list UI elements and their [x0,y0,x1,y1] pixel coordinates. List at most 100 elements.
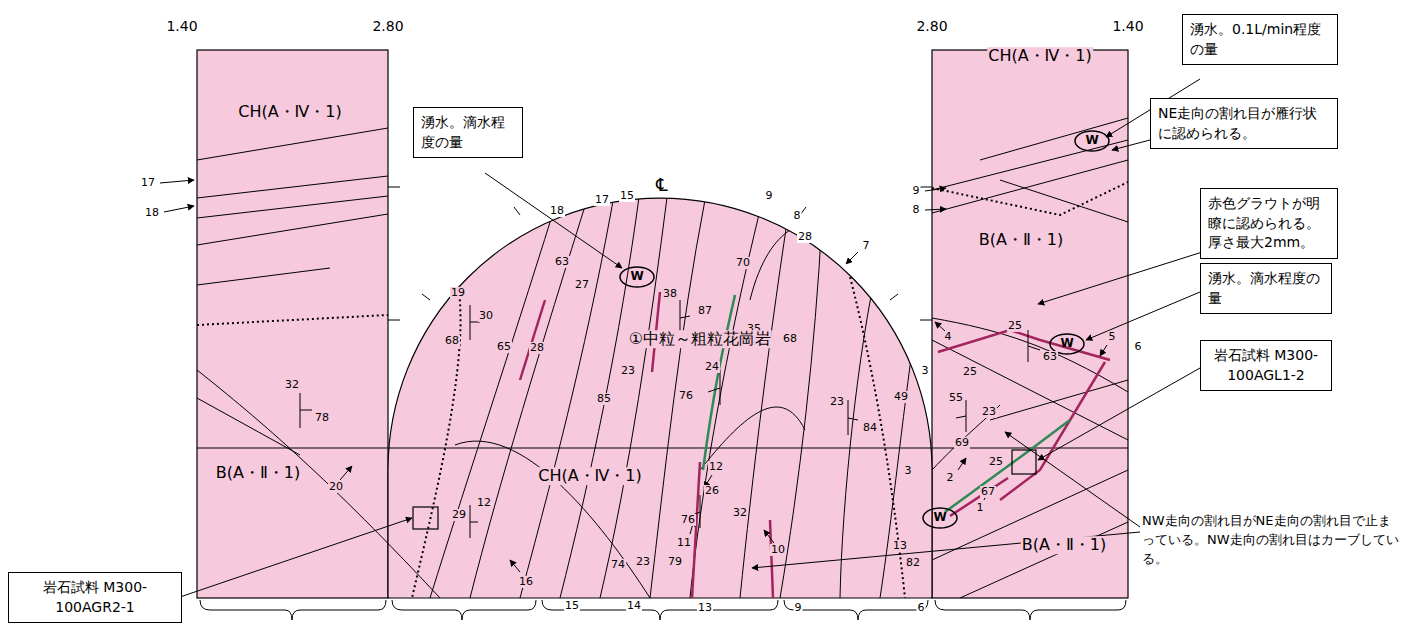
callout-box: 岩石試料 M300-100AGL1-2 [1200,340,1332,391]
fracture-number: 55 [948,392,964,404]
fracture-number: 23 [829,396,845,408]
fracture-number: 76 [678,390,694,402]
rock-class-label: CH(A・Ⅳ・1) [537,467,643,485]
fracture-number: 8 [912,204,921,216]
fracture-number: 14 [626,600,642,612]
fracture-number: 68 [444,335,460,347]
fracture-number: 74 [610,559,626,571]
fracture-number: 85 [596,393,612,405]
spring-mark: W [1084,134,1099,147]
fracture-number: 15 [564,600,580,612]
fracture-number: 28 [797,231,813,243]
scale-label: 1.40 [1111,19,1144,34]
fracture-number: 13 [697,602,713,614]
spring-mark: W [629,270,644,283]
callout-text: 岩石試料 M300-100AGR2-1 [16,578,174,617]
fracture-number: 24 [704,361,720,373]
fracture-number: 27 [574,279,590,291]
section-braces [200,600,1126,620]
fracture-number: 10 [770,544,786,556]
callout-box: 赤色グラウトが明瞭に認められる。厚さ最大2mm。 [1200,188,1338,259]
fracture-number: 23 [981,406,997,418]
callout-text: 湧水。滴水程度の量 [421,113,515,152]
fracture-number: 5 [1108,331,1117,343]
fracture-number: 6 [1134,341,1143,353]
fracture-number: 23 [635,556,651,568]
fracture-number: 13 [892,540,908,552]
callout-text: 湧水。滴水程度の量 [1208,269,1324,308]
fracture-number: 79 [667,556,683,568]
fracture-number: 15 [619,190,635,202]
fracture-number: 82 [905,557,921,569]
fracture-number: 9 [912,185,921,197]
fracture-number: 25 [1007,320,1023,332]
rock-class-label: ①中粒～粗粒花崗岩 [628,330,772,348]
spring-mark: W [1059,337,1074,350]
fracture-number: 16 [518,576,534,588]
fracture-lines [197,118,1128,598]
fracture-number: 70 [735,257,751,269]
callout-box: 湧水。0.1L/min程度の量 [1182,14,1338,65]
fracture-number: 2 [946,472,955,484]
fracture-number: 26 [704,485,720,497]
fracture-number: 32 [732,507,748,519]
spring-markers [620,131,1109,528]
leader-lines [160,79,1215,597]
spring-mark: W [932,511,947,524]
fracture-number: 25 [988,456,1004,468]
fracture-number: 18 [549,205,565,217]
rock-class-label: CH(A・Ⅳ・1) [987,47,1093,65]
callout-box: 岩石試料 M300-100AGR2-1 [8,572,182,623]
fracture-number: 4 [944,331,953,343]
fracture-number: 3 [921,365,930,377]
fracture-number: 12 [476,497,492,509]
fracture-number: 65 [496,341,512,353]
fracture-number: 69 [954,437,970,449]
fracture-number: 23 [620,365,636,377]
fracture-number: 3 [904,465,913,477]
fracture-number: 8 [793,210,802,222]
rock-class-label: B(A・Ⅱ・1) [978,231,1064,249]
note-text: NW走向の割れ目がNE走向の割れ目で止まっている。NW走向の割れ目はカーブしてい… [1141,512,1401,569]
rock-class-label: B(A・Ⅱ・1) [215,464,301,482]
strike-dip-symbols [300,300,1040,538]
face-ground [197,50,1128,598]
callout-text: 岩石試料 M300-100AGL1-2 [1208,346,1324,385]
fracture-number: 12 [708,461,724,473]
fracture-number: 63 [1042,351,1058,363]
fracture-number: 30 [478,310,494,322]
rock-class-label: B(A・Ⅱ・1) [1021,536,1107,554]
fracture-number: 68 [782,333,798,345]
fracture-number: 19 [450,287,466,299]
fracture-number: 7 [862,240,871,252]
fracture-number: 17 [140,177,156,189]
scale-label: 1.40 [165,19,198,34]
fracture-number: 11 [676,537,692,549]
sample-marks [413,450,1036,529]
scale-label: 2.80 [371,19,404,34]
callout-text: 湧水。0.1L/min程度の量 [1190,20,1330,59]
rock-class-label: CH(A・Ⅳ・1) [237,103,343,121]
fracture-number: 25 [962,366,978,378]
face-ticks [388,187,932,320]
fracture-number: 78 [314,412,330,424]
callout-text: NE走向の割れ目が雁行状に認められる。 [1158,104,1330,143]
fracture-number: 32 [284,379,300,391]
scale-label: 2.80 [915,19,948,34]
fracture-number: 84 [862,422,878,434]
centerline-mark: ℄ [655,175,669,195]
fracture-number: 6 [917,602,926,614]
fracture-number: 76 [680,514,696,526]
fracture-number: 1 [976,502,985,514]
fracture-number: 9 [765,190,774,202]
fracture-number: 87 [697,305,713,317]
callout-box: 湧水。滴水程度の量 [1200,263,1332,314]
fracture-number: 63 [554,256,570,268]
callout-box: NE走向の割れ目が雁行状に認められる。 [1150,98,1338,149]
fracture-number: 38 [662,288,678,300]
fracture-number: 29 [451,509,467,521]
fracture-number: 9 [794,602,803,614]
fracture-number: 28 [529,342,545,354]
callout-box: 湧水。滴水程度の量 [413,107,523,158]
fracture-number: 67 [980,486,996,498]
